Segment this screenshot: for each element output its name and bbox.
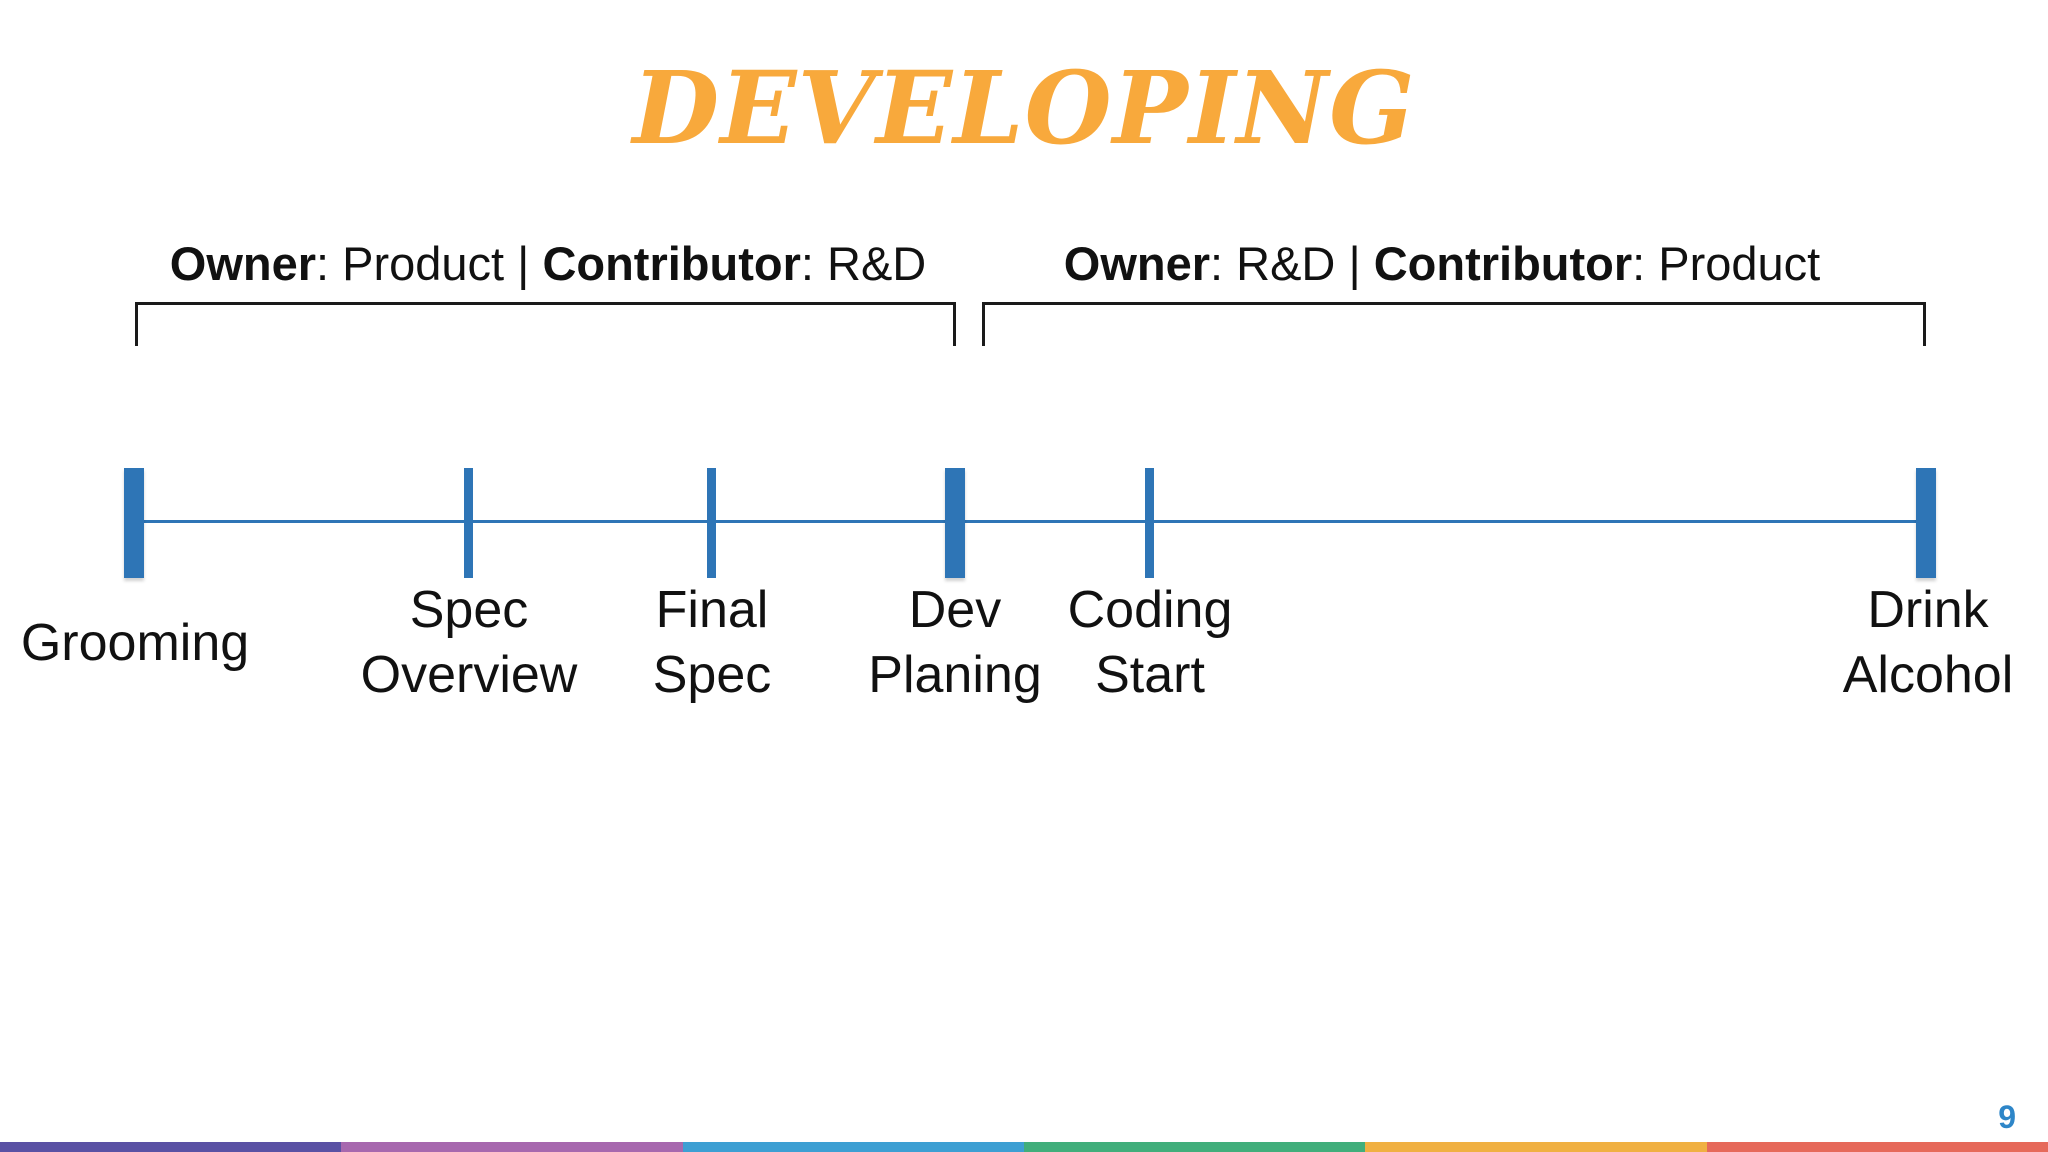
footer-stripe-segment xyxy=(1365,1142,1707,1152)
phase-bracket-left xyxy=(135,302,956,346)
milestone-line: Spec xyxy=(409,581,529,639)
tick-grooming xyxy=(124,468,144,578)
milestone-line: Overview xyxy=(360,646,578,704)
tick-coding-start xyxy=(1145,468,1154,578)
milestone-label-spec-overview: Spec Overview xyxy=(361,578,578,708)
phase-annotation-left: Owner: Product | Contributor: R&D xyxy=(170,238,926,290)
milestone-line: Grooming xyxy=(20,614,250,672)
footer-stripe-segment xyxy=(1706,1142,2048,1152)
tick-drink-alcohol xyxy=(1916,468,1936,578)
milestone-line: Final xyxy=(655,581,769,639)
contributor-label: Contributor xyxy=(1373,237,1633,290)
contributor-label: Contributor xyxy=(542,237,801,290)
milestone-line: Spec xyxy=(652,646,772,704)
milestone-label-drink-alcohol: Drink Alcohol xyxy=(1843,578,2014,708)
footer-stripe-segment xyxy=(682,1142,1024,1152)
milestone-line: Start xyxy=(1095,646,1205,704)
timeline-line xyxy=(134,520,1926,523)
phase-annotation-right: Owner: R&D | Contributor: Product xyxy=(1064,238,1820,290)
owner-value: : R&D xyxy=(1210,237,1336,290)
tick-spec-overview xyxy=(464,468,473,578)
footer-stripe-segment xyxy=(0,1142,342,1152)
owner-label: Owner xyxy=(1063,237,1211,290)
page-number: 9 xyxy=(1998,1099,2016,1135)
pipe-separator: | xyxy=(1335,237,1374,290)
footer-stripe-segment xyxy=(341,1142,683,1152)
slide-title: DEVELOPING xyxy=(632,49,1416,167)
footer-stripe xyxy=(0,1142,2048,1152)
phase-bracket-right xyxy=(982,302,1926,346)
milestone-line: Planing xyxy=(868,646,1042,704)
owner-value: : Product xyxy=(316,237,505,290)
milestone-label-final-spec: Final Spec xyxy=(653,578,772,708)
milestone-label-dev-planing: Dev Planing xyxy=(868,578,1041,708)
footer-stripe-segment xyxy=(1023,1142,1366,1152)
milestone-label-grooming: Grooming xyxy=(21,611,249,676)
milestone-line: Drink xyxy=(1867,581,1989,639)
contributor-value: : R&D xyxy=(800,237,927,290)
tick-dev-planing xyxy=(945,468,965,578)
milestone-label-coding-start: Coding Start xyxy=(1068,578,1233,708)
milestone-line: Alcohol xyxy=(1842,646,2014,704)
milestone-line: Dev xyxy=(908,581,1002,639)
tick-final-spec xyxy=(707,468,716,578)
contributor-value: : Product xyxy=(1632,237,1821,290)
owner-label: Owner xyxy=(169,237,317,290)
milestone-line: Coding xyxy=(1067,581,1233,639)
pipe-separator: | xyxy=(504,237,543,290)
